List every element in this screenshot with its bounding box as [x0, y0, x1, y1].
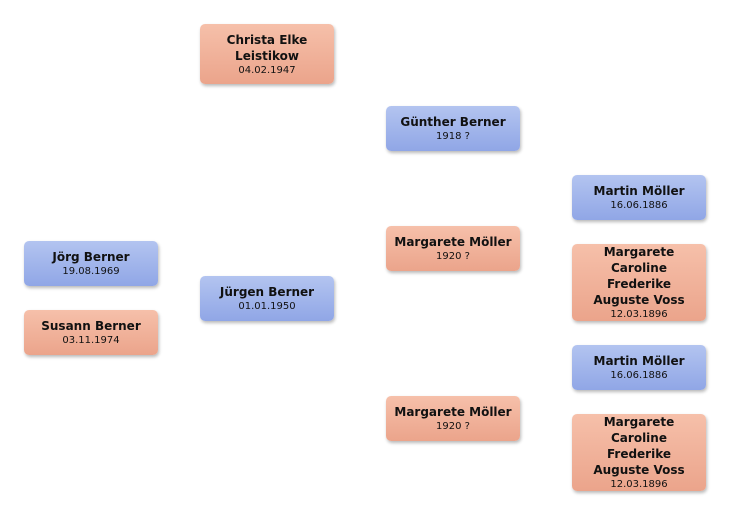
person-name: Günther Berner — [400, 115, 506, 129]
person-date: 1920 ? — [436, 421, 470, 432]
person-card-margarete-caroline-voss-1[interactable]: Margarete Caroline Frederike Auguste Vos… — [572, 244, 706, 321]
person-name: Margarete Caroline Frederike Auguste Vos… — [593, 245, 685, 307]
person-name: Margarete Möller — [394, 405, 512, 419]
person-card-susann-berner[interactable]: Susann Berner 03.11.1974 — [24, 310, 158, 355]
person-card-margarete-moeller-1[interactable]: Margarete Möller 1920 ? — [386, 226, 520, 271]
person-name: Jürgen Berner — [219, 285, 315, 299]
person-date: 16.06.1886 — [610, 370, 668, 381]
person-name: Christa Elke Leistikow — [226, 32, 308, 63]
person-date: 1920 ? — [436, 251, 470, 262]
person-card-guenther-berner[interactable]: Günther Berner 1918 ? — [386, 106, 520, 151]
person-card-martin-moeller-2[interactable]: Martin Möller 16.06.1886 — [572, 345, 706, 390]
person-name: Martin Möller — [593, 184, 685, 198]
person-card-christa-elke-leistikow[interactable]: Christa Elke Leistikow 04.02.1947 — [200, 24, 334, 84]
person-name: Jörg Berner — [52, 250, 130, 264]
person-date: 03.11.1974 — [62, 335, 120, 346]
person-card-margarete-caroline-voss-2[interactable]: Margarete Caroline Frederike Auguste Vos… — [572, 414, 706, 491]
person-name: Martin Möller — [593, 354, 685, 368]
person-name: Susann Berner — [41, 319, 141, 333]
person-name: Margarete Möller — [394, 235, 512, 249]
person-card-martin-moeller-1[interactable]: Martin Möller 16.06.1886 — [572, 175, 706, 220]
person-date: 04.02.1947 — [238, 64, 296, 76]
person-date: 19.08.1969 — [62, 266, 120, 277]
person-card-juergen-berner[interactable]: Jürgen Berner 01.01.1950 — [200, 276, 334, 321]
person-date: 12.03.1896 — [610, 309, 668, 320]
person-date: 1918 ? — [436, 131, 470, 142]
person-date: 01.01.1950 — [238, 301, 296, 312]
person-date: 16.06.1886 — [610, 200, 668, 211]
person-card-joerg-berner[interactable]: Jörg Berner 19.08.1969 — [24, 241, 158, 286]
person-date: 12.03.1896 — [610, 479, 668, 490]
person-name: Margarete Caroline Frederike Auguste Vos… — [593, 415, 685, 477]
person-card-margarete-moeller-2[interactable]: Margarete Möller 1920 ? — [386, 396, 520, 441]
